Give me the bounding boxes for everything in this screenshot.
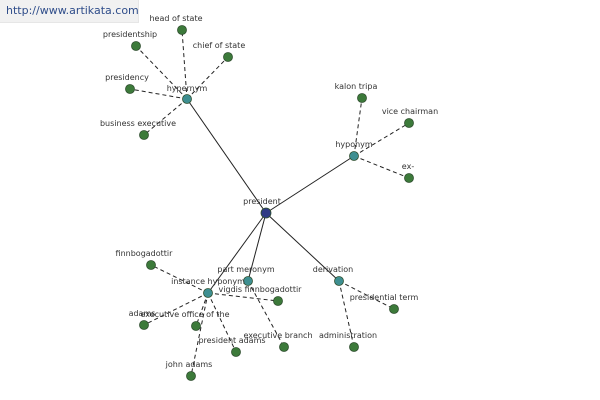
edge-instance-hyponym-john-adams <box>190 292 209 377</box>
leaf-label-administration[interactable]: administration <box>319 331 377 340</box>
leaf-node-adams[interactable] <box>139 320 149 330</box>
leaf-label-chief-of-state[interactable]: chief of state <box>193 41 246 50</box>
edge-instance-hyponym-finnbogadottir <box>150 264 209 294</box>
graph-nodes <box>125 25 414 381</box>
edge-hyponym-vice-chairman <box>353 122 410 157</box>
leaf-label-finnbogadottir[interactable]: finnbogadottir <box>116 249 174 258</box>
leaf-label-vigdis-finnbogadottir[interactable]: vigdis finnbogadottir <box>219 285 303 294</box>
relation-node-derivation[interactable] <box>334 276 344 286</box>
leaf-node-kalon-tripa[interactable] <box>357 93 367 103</box>
leaf-label-president-adams[interactable]: president adams <box>198 336 265 345</box>
leaf-label-head-of-state[interactable]: head of state <box>149 14 202 23</box>
leaf-node-head-of-state[interactable] <box>177 25 187 35</box>
edge-hyponym-kalon-tripa <box>353 97 363 157</box>
relation-label-part-meronym[interactable]: part meronym <box>217 265 274 274</box>
edge-hypernym-business-executive <box>143 98 188 136</box>
leaf-label-kalon-tripa[interactable]: kalon tripa <box>335 82 378 91</box>
leaf-label-vice-chairman[interactable]: vice chairman <box>382 107 438 116</box>
leaf-label-ex[interactable]: ex- <box>402 162 415 171</box>
edge-instance-hyponym-adams <box>143 292 209 326</box>
leaf-node-executive-branch[interactable] <box>279 342 289 352</box>
leaf-label-presidential-term[interactable]: presidential term <box>350 293 419 302</box>
edge-instance-hyponym-executive-office-of-the <box>195 292 209 327</box>
leaf-node-finnbogadottir[interactable] <box>146 260 156 270</box>
edge-president-hyponym <box>265 155 355 214</box>
center-node-president[interactable] <box>260 207 272 219</box>
leaf-node-ex[interactable] <box>404 173 414 183</box>
leaf-label-john-adams[interactable]: john adams <box>165 360 213 369</box>
edge-derivation-administration <box>338 280 355 348</box>
leaf-node-executive-office-of-the[interactable] <box>191 321 201 331</box>
relation-node-hyponym[interactable] <box>349 151 359 161</box>
leaf-node-chief-of-state[interactable] <box>223 52 233 62</box>
edge-hypernym-presidency <box>129 88 188 100</box>
edge-instance-hyponym-vigdis-finnbogadottir <box>207 292 279 302</box>
graph-labels: president hypernym hyponym instance hyponym… <box>100 14 438 369</box>
graph-edges <box>129 29 410 377</box>
leaf-node-vigdis-finnbogadottir[interactable] <box>273 296 283 306</box>
leaf-node-vice-chairman[interactable] <box>404 118 414 128</box>
edge-hyponym-ex <box>353 155 410 179</box>
leaf-node-presidentship[interactable] <box>131 41 141 51</box>
edge-president-instance-hyponym <box>207 212 267 294</box>
leaf-node-presidency[interactable] <box>125 84 135 94</box>
relation-node-hypernym[interactable] <box>182 94 192 104</box>
leaf-label-business-executive[interactable]: business executive <box>100 119 176 128</box>
edge-president-part-meronym <box>247 212 267 282</box>
leaf-label-executive-office-of-the[interactable]: executive office of the <box>140 310 229 319</box>
edge-hypernym-head-of-state <box>181 29 188 100</box>
leaf-label-presidentship[interactable]: presidentship <box>103 30 157 39</box>
relation-label-hyponym[interactable]: hyponym <box>335 140 373 149</box>
leaf-label-adams[interactable]: adams <box>129 309 156 318</box>
url-header: http://www.artikata.com <box>0 0 139 23</box>
relation-node-instance-hyponym[interactable] <box>203 288 213 298</box>
edge-instance-hyponym-president-adams <box>207 292 237 353</box>
leaf-label-executive-branch[interactable]: executive branch <box>243 331 312 340</box>
edge-president-derivation <box>265 212 340 282</box>
relation-node-part-meronym[interactable] <box>243 276 253 286</box>
leaf-node-john-adams[interactable] <box>186 371 196 381</box>
relation-label-derivation[interactable]: derivation <box>313 265 353 274</box>
relation-label-instance-hyponym[interactable]: instance hyponym <box>171 277 245 286</box>
edge-hypernym-chief-of-state <box>186 56 229 100</box>
edge-part-meronym-executive-branch <box>247 280 285 348</box>
leaf-node-administration[interactable] <box>349 342 359 352</box>
edge-hypernym-presidentship <box>135 45 188 100</box>
edge-president-hypernym <box>186 98 267 214</box>
leaf-label-presidency[interactable]: presidency <box>105 73 149 82</box>
center-label[interactable]: president <box>243 197 281 206</box>
site-url-link[interactable]: http://www.artikata.com <box>6 4 139 17</box>
relation-label-hypernym[interactable]: hypernym <box>167 84 208 93</box>
leaf-node-presidential-term[interactable] <box>389 304 399 314</box>
leaf-node-business-executive[interactable] <box>139 130 149 140</box>
leaf-node-president-adams[interactable] <box>231 347 241 357</box>
edge-derivation-presidential-term <box>338 280 395 310</box>
